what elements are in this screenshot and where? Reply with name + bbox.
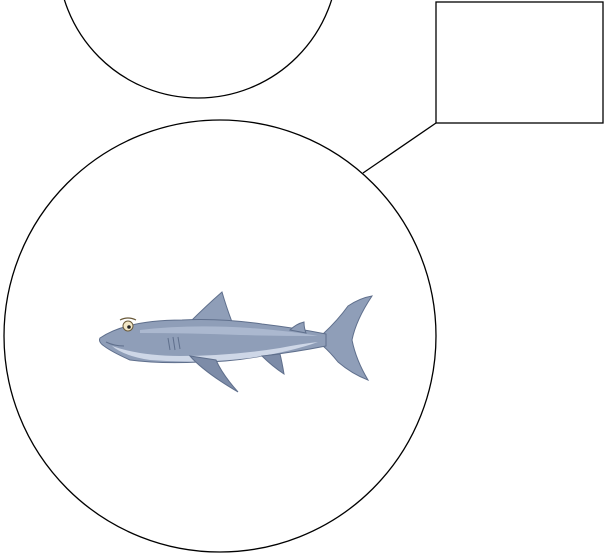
label-box: [436, 2, 603, 123]
connector-line: [363, 123, 436, 173]
top-circle: [58, 0, 338, 98]
shark-pupil: [127, 325, 131, 329]
